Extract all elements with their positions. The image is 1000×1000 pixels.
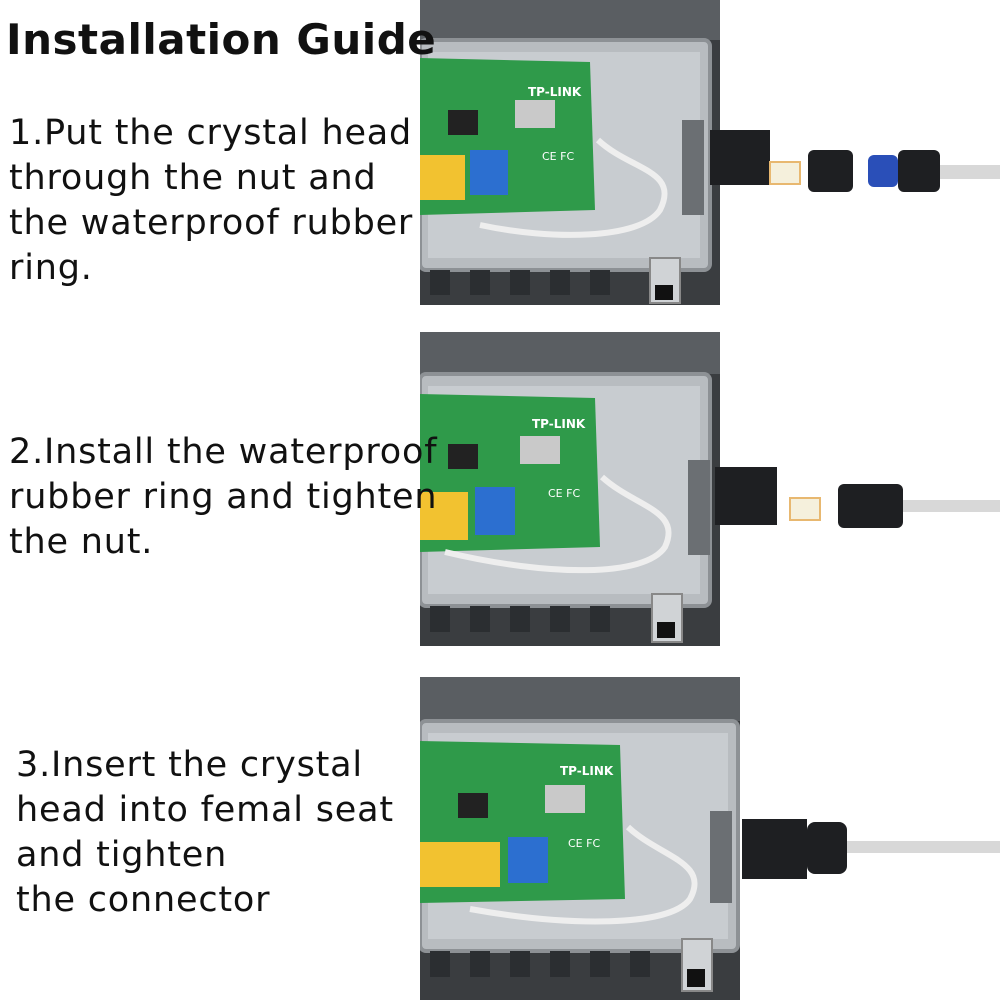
- step-1-line: the waterproof rubber: [9, 203, 414, 243]
- step-1-line: 1.Put the crystal head: [9, 113, 413, 153]
- step-3-line: head into femal seat: [16, 790, 394, 830]
- board-certification-label: CE FC: [548, 487, 580, 500]
- step-3-line: 3.Insert the crystal: [16, 745, 363, 785]
- board-certification-label: CE FC: [542, 150, 574, 163]
- step-1-line: through the nut and: [9, 158, 377, 198]
- board-certification-label: CE FC: [568, 837, 600, 850]
- step-2-text: 2.Install the waterproof rubber ring and…: [9, 430, 437, 565]
- step-3-text: 3.Insert the crystal head into femal sea…: [16, 743, 394, 923]
- board-brand-label: TP-LINK: [532, 417, 586, 431]
- step-2-line: rubber ring and tighten: [9, 477, 438, 517]
- step-2-line: the nut.: [9, 522, 154, 562]
- step-3-line: the connector: [16, 880, 271, 920]
- enclosure-illustration: TP-LINK CE FC: [420, 332, 1000, 646]
- board-brand-label: TP-LINK: [528, 85, 582, 99]
- board-brand-label: TP-LINK: [560, 764, 614, 778]
- step-3-photo: TP-LINK CE FC: [420, 677, 1000, 1000]
- enclosure-illustration: TP-LINK CE FC: [420, 677, 1000, 1000]
- page-title: Installation Guide: [6, 15, 437, 64]
- step-1-line: ring.: [9, 248, 93, 288]
- step-1-text: 1.Put the crystal head through the nut a…: [9, 111, 413, 291]
- enclosure-illustration: TP-LINK CE FC: [420, 0, 1000, 305]
- step-3-line: and tighten: [16, 835, 228, 875]
- step-2-photo: TP-LINK CE FC: [420, 332, 1000, 646]
- step-1-photo: TP-LINK CE FC: [420, 0, 1000, 305]
- step-2-line: 2.Install the waterproof: [9, 432, 438, 472]
